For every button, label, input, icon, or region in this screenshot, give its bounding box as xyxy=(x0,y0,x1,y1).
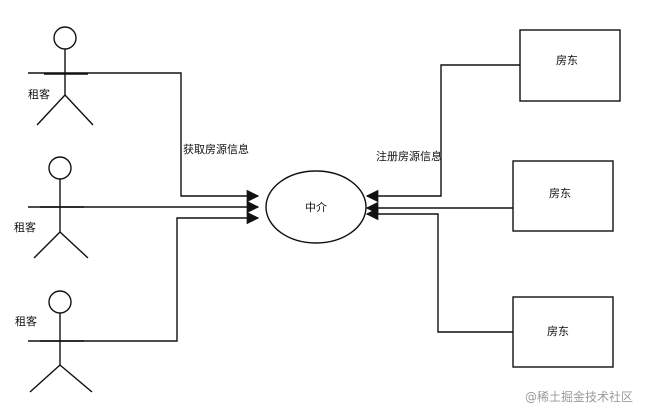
landlord-box-3 xyxy=(512,296,614,368)
agency-label: 中介 xyxy=(305,201,327,214)
watermark: @稀土掘金技术社区 xyxy=(525,389,633,404)
landlord3-to-agency-arrow xyxy=(365,207,513,333)
landlord-box-2 xyxy=(512,160,614,232)
landlord-box-1 xyxy=(519,29,621,102)
tenant-label-2: 租客 xyxy=(14,220,36,234)
tenant-actor-3 xyxy=(29,290,93,393)
tenant-actor-2 xyxy=(33,156,89,259)
tenant-label-3: 租客 xyxy=(15,314,37,328)
tenant-flow-label: 获取房源信息 xyxy=(183,142,249,156)
tenant-actor-1 xyxy=(36,26,94,126)
landlord-label-2: 房东 xyxy=(549,187,571,200)
tenant-label-1: 租客 xyxy=(28,87,50,101)
landlord-label-1: 房东 xyxy=(556,54,578,67)
landlord1-to-agency-arrow xyxy=(365,64,520,203)
tenant1-to-agency-arrow xyxy=(28,72,260,203)
tenant3-to-agency-arrow xyxy=(28,211,260,342)
landlord-label-3: 房东 xyxy=(547,325,569,338)
landlord-flow-label: 注册房源信息 xyxy=(376,149,442,163)
